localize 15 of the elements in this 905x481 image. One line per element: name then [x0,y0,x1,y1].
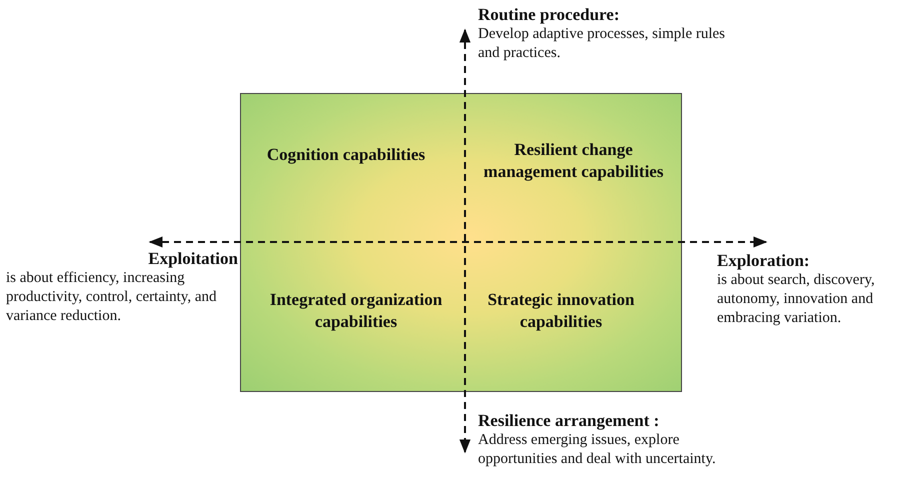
axis-heading: Routine procedure: [478,4,621,25]
axis-description: is about efficiency, increasing productivity, control, certainty, and variance reduction. [6,269,218,326]
quadrant-label: Resilient change management capabilities [482,139,664,183]
dashed-arrow [459,28,471,454]
axis-description: is about search, discovery, autonomy, innovation and embracing variation. [717,271,876,328]
axis-heading: Exploitation [147,248,238,269]
axis-description: Develop adaptive processes, simple rules and practices. [478,25,726,63]
axis-heading: Resilience arrangement : [478,410,660,431]
dashed-arrow [148,236,768,248]
quadrant-label: Integrated organization capabilities [268,289,444,333]
quadrant-label: Cognition capabilities [266,144,426,166]
quadrant-panel [240,93,682,392]
quadrant-label: Strategic innovation capabilities [486,289,636,333]
axis-heading: Exploration: [717,250,811,271]
axis-description: Address emerging issues, explore opportunities and deal with uncertainty. [478,431,717,469]
